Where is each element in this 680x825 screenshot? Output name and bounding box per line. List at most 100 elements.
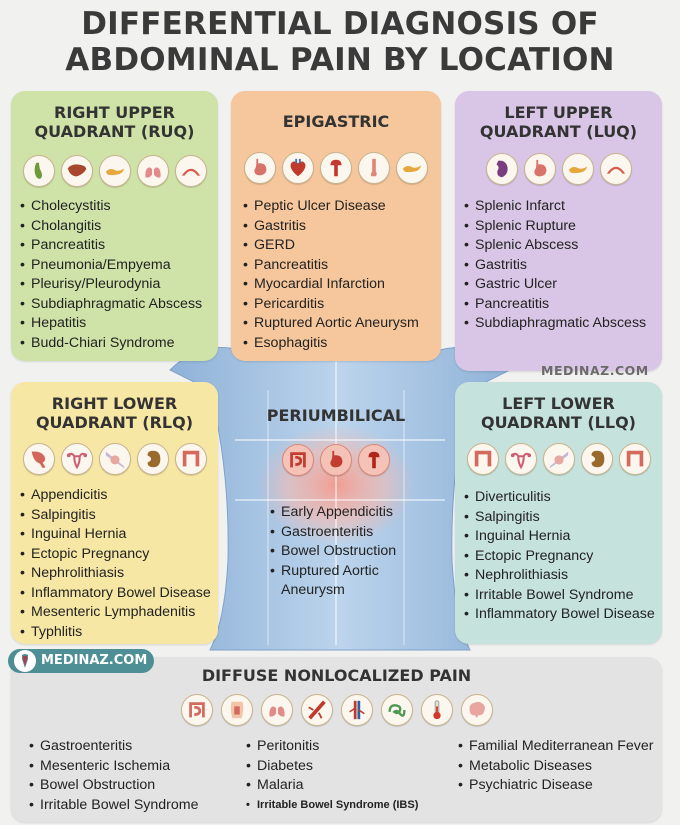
llq-list: Diverticulitis Salpingitis Inguinal Hern… xyxy=(464,488,655,625)
list-item: Peritonitis xyxy=(246,737,418,757)
list-item: Hepatitis xyxy=(20,314,202,334)
colon-icon xyxy=(174,443,207,475)
gallbladder-icon xyxy=(22,155,55,187)
esophagus-icon xyxy=(358,152,390,184)
list-item: Peptic Ulcer Disease xyxy=(243,197,419,217)
medinaz-logo-icon xyxy=(14,650,36,672)
rlq-list: Appendicitis Salpingitis Inguinal Hernia… xyxy=(20,486,211,642)
colon-icon xyxy=(466,443,499,475)
list-item: Myocardial Infarction xyxy=(243,275,419,295)
stomach-icon xyxy=(320,444,352,476)
list-item: Nephrolithiasis xyxy=(464,566,655,586)
llq-title: LEFT LOWER QUADRANT (LLQ) xyxy=(455,394,662,432)
list-item: Malaria xyxy=(246,776,418,796)
kidney-icon xyxy=(580,443,613,475)
lungs-icon xyxy=(260,694,293,726)
list-item: Splenic Rupture xyxy=(464,217,646,237)
ruq-icons xyxy=(11,155,218,187)
list-item: GERD xyxy=(243,236,419,256)
list-item: Diabetes xyxy=(246,757,418,777)
list-item: Inflammatory Bowel Disease xyxy=(464,605,655,625)
uterus-icon xyxy=(60,443,93,475)
list-item: Subdiaphragmatic Abscess xyxy=(464,314,646,334)
list-item: Cholangitis xyxy=(20,217,202,237)
list-item: Pancreatitis xyxy=(20,236,202,256)
title-line-2: ABDOMINAL PAIN BY LOCATION xyxy=(65,42,615,78)
list-item: Inguinal Hernia xyxy=(20,525,211,545)
thermometer-icon xyxy=(420,694,453,726)
parasite-icon xyxy=(380,694,413,726)
epigastric-icons xyxy=(231,152,441,184)
pancreas-icon xyxy=(561,153,594,185)
list-item: Subdiaphragmatic Abscess xyxy=(20,295,202,315)
list-item: Pancreatitis xyxy=(243,256,419,276)
list-item: Splenic Abscess xyxy=(464,236,646,256)
list-item: Gastroenteritis xyxy=(29,737,199,757)
spleen-icon xyxy=(485,153,518,185)
list-item: Pancreatitis xyxy=(464,295,646,315)
llq-title-line-2: QUADRANT (LLQ) xyxy=(481,413,636,432)
epigastric-list: Peptic Ulcer Disease Gastritis GERD Panc… xyxy=(243,197,419,353)
list-item: Ectopic Pregnancy xyxy=(464,547,655,567)
stomach-icon xyxy=(244,152,276,184)
artery-vein-icon xyxy=(340,694,373,726)
list-item: Pneumonia/Empyema xyxy=(20,256,202,276)
epigastric-title: EPIGASTRIC xyxy=(282,112,390,131)
list-item: Bowel Obstruction xyxy=(270,542,396,562)
list-item: Cholecystitis xyxy=(20,197,202,217)
list-item: Familial Mediterranean Fever xyxy=(458,737,654,757)
list-item: Splenic Infarct xyxy=(464,197,646,217)
rlq-icons xyxy=(11,443,218,475)
list-item: Appendicitis xyxy=(20,486,211,506)
llq-title-line-1: LEFT LOWER xyxy=(502,394,615,413)
stomach-icon xyxy=(523,153,556,185)
heart-icon xyxy=(282,152,314,184)
abdomen-icon xyxy=(220,694,253,726)
title-line-1: DIFFERENTIAL DIAGNOSIS OF xyxy=(81,6,599,42)
colon-icon xyxy=(618,443,651,475)
list-item: Gastric Ulcer xyxy=(464,275,646,295)
uterus-icon xyxy=(504,443,537,475)
ruq-title-line-1: RIGHT UPPER xyxy=(54,103,175,122)
list-item: Gastroenteritis xyxy=(270,523,396,543)
list-item: Gastritis xyxy=(464,256,646,276)
list-item: Salpingitis xyxy=(20,506,211,526)
list-item: Mesenteric Ischemia xyxy=(29,757,199,777)
blood-vessel-icon xyxy=(300,694,333,726)
periumbilical-title: PERIUMBILICAL xyxy=(266,406,406,425)
luq-card: LEFT UPPER QUADRANT (LUQ) Splenic Infarc… xyxy=(455,91,662,371)
diffuse-col1: Gastroenteritis Mesenteric Ischemia Bowe… xyxy=(29,737,199,815)
rlq-card: RIGHT LOWER QUADRANT (RLQ) Appendicitis … xyxy=(11,382,218,644)
list-item: Pleurisy/Pleurodynia xyxy=(20,275,202,295)
intestine-icon xyxy=(180,694,213,726)
luq-list: Splenic Infarct Splenic Rupture Splenic … xyxy=(464,197,646,334)
luq-title: LEFT UPPER QUADRANT (LUQ) xyxy=(455,103,662,141)
luq-title-line-2: QUADRANT (LUQ) xyxy=(479,122,638,141)
periumbilical-icons xyxy=(262,444,410,476)
list-item-continuation: Aneurysm xyxy=(281,582,345,598)
list-item: Ruptured Aortic Aneurysm xyxy=(243,314,419,334)
list-item: Inguinal Hernia xyxy=(464,527,655,547)
list-item: Esophagitis xyxy=(243,334,419,354)
list-item: Typhlitis xyxy=(20,623,211,643)
diaphragm-icon xyxy=(174,155,207,187)
list-item: Mesenteric Lymphadenitis xyxy=(20,603,211,623)
brain-icon xyxy=(460,694,493,726)
ruq-title: RIGHT UPPER QUADRANT (RUQ) xyxy=(11,103,218,141)
luq-icons xyxy=(455,153,662,185)
rlq-title-line-2: QUADRANT (RLQ) xyxy=(35,413,194,432)
list-item: Psychiatric Disease xyxy=(458,776,654,796)
ruq-title-line-2: QUADRANT (RUQ) xyxy=(34,122,195,141)
list-item: Inflammatory Bowel Disease xyxy=(20,584,211,604)
diffuse-col3: Familial Mediterranean Fever Metabolic D… xyxy=(458,737,654,796)
list-item: Pericarditis xyxy=(243,295,419,315)
rlq-title-line-1: RIGHT LOWER xyxy=(51,394,178,413)
periumbilical-list: Early Appendicitis Gastroenteritis Bowel… xyxy=(270,503,396,601)
list-item: Nephrolithiasis xyxy=(20,564,211,584)
list-item: Budd-Chiari Syndrome xyxy=(20,334,202,354)
diffuse-col2: Peritonitis Diabetes Malaria Irritable B… xyxy=(246,737,418,815)
page-title: DIFFERENTIAL DIAGNOSIS OF ABDOMINAL PAIN… xyxy=(0,6,680,78)
list-item: Bowel Obstruction xyxy=(29,776,199,796)
diffuse-icons xyxy=(11,694,662,726)
watermark-text: MEDINAZ.COM xyxy=(541,363,649,378)
